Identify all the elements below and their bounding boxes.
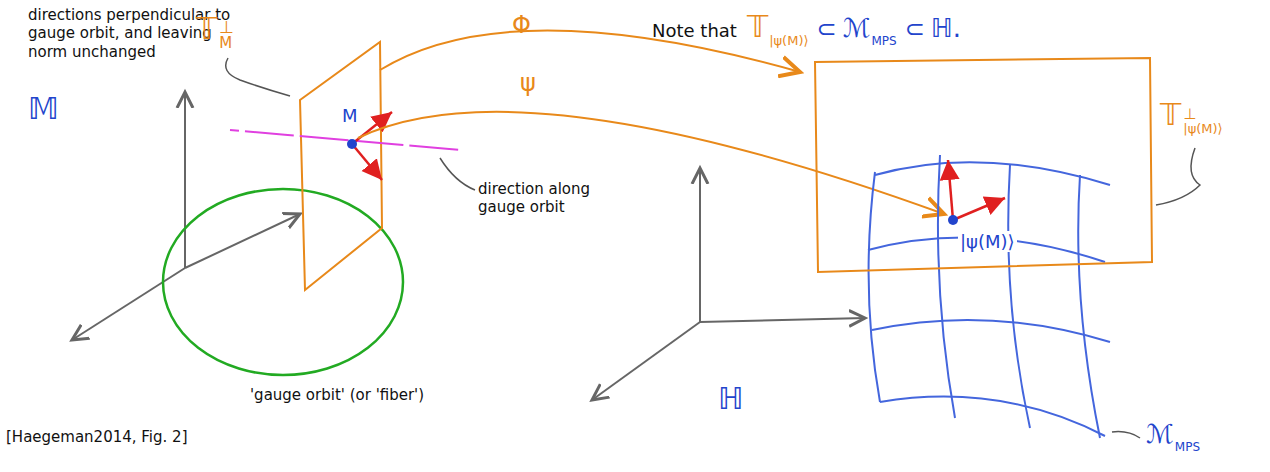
math-subscript: |ψ(M)⟩ — [1183, 122, 1222, 135]
label-group: Note that𝕋|ψ(M)⟩⊂ℳMPS⊂ℍ. — [652, 10, 961, 49]
leader — [226, 58, 290, 96]
point-label: M — [340, 105, 360, 126]
script-stack: ⊥M — [219, 19, 234, 51]
math-symbol: ⊂ — [905, 15, 925, 43]
math-subscript: MPS — [871, 34, 896, 48]
gauge-orbit — [163, 189, 403, 375]
space-label: ℍ — [718, 381, 744, 416]
note-text: direction along gauge orbit — [478, 180, 590, 216]
axes-right — [592, 168, 865, 400]
label-group: 𝕄 — [28, 92, 59, 127]
label-group: [Haegeman2014, Fig. 2] — [6, 428, 187, 446]
label-group: |ψ(M)⟩ — [958, 232, 1017, 253]
map-label: Φ — [512, 11, 531, 39]
leader — [1156, 148, 1200, 205]
math-subscript: M — [219, 36, 234, 51]
tangent-plane — [815, 58, 1152, 272]
math-superscript: ⊥ — [1183, 107, 1222, 122]
tangent-arrow — [948, 160, 953, 220]
map-label: ψ — [520, 69, 536, 97]
note-text: 'gauge orbit' (or 'fiber') — [250, 386, 424, 404]
script-stack: ⊥|ψ(M)⟩ — [1183, 107, 1222, 135]
label-group: M — [340, 106, 360, 127]
label-group: ψ — [520, 70, 536, 98]
point-psi — [948, 215, 958, 225]
math-symbol: ⊂ — [817, 15, 837, 43]
label-group: 'gauge orbit' (or 'fiber') — [250, 386, 424, 404]
math-symbol: ℍ. — [931, 13, 961, 43]
point-label: |ψ(M)⟩ — [958, 231, 1017, 252]
axes-left — [72, 92, 300, 340]
label-group: ℳMPS — [1146, 420, 1200, 455]
math-subscript: |ψ(M)⟩ — [769, 33, 808, 48]
math-symbol: ℳ — [1146, 419, 1174, 449]
math-superscript: ⊥ — [219, 19, 234, 36]
label-group: ℍ — [718, 382, 744, 417]
math-subscript: MPS — [1175, 440, 1200, 454]
math-symbol: 𝕋 — [1160, 97, 1181, 132]
label-group: 𝕋⊥M — [196, 12, 234, 51]
label-group: 𝕋⊥|ψ(M)⟩ — [1160, 98, 1223, 135]
space-label: 𝕄 — [28, 91, 59, 126]
leader — [1112, 432, 1140, 438]
math-symbol: ℳ — [843, 13, 871, 43]
mps-manifold — [868, 155, 1110, 438]
math-symbol: 𝕋 — [196, 11, 217, 46]
point-m — [347, 139, 357, 149]
tangent-arrow — [352, 144, 382, 180]
map-psi — [358, 112, 944, 214]
note-text: Note that — [652, 20, 737, 41]
map-phi — [380, 30, 800, 72]
perp-plane — [300, 42, 382, 290]
math-symbol: 𝕋 — [747, 9, 768, 44]
label-group: direction along gauge orbit — [478, 180, 628, 217]
label-group: Φ — [512, 12, 531, 40]
citation: [Haegeman2014, Fig. 2] — [6, 428, 187, 446]
tangent-arrow — [953, 198, 1005, 220]
leader — [440, 158, 475, 190]
gauge-direction — [230, 130, 462, 150]
